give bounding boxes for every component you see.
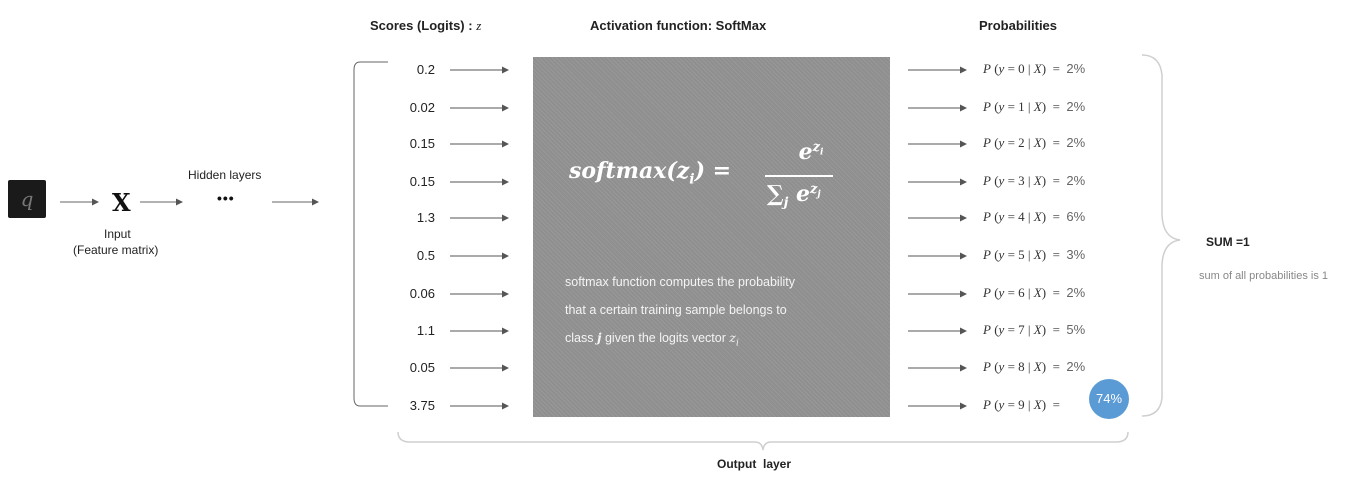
output-layer-label: Output layer [717,457,792,471]
formula-lhs: softmax(z [569,158,690,184]
x-symbol: X [112,188,131,217]
softmax-box [533,57,890,417]
logit-value: 0.5 [416,248,435,263]
probability-class: 3 [1018,173,1025,188]
formula-num-sup: z [812,139,820,155]
softmax-formula: softmax(zi) = ezi ∑j ezj [569,139,869,223]
probability-class: 0 [1018,61,1025,76]
formula-lhs-sub: i [689,171,695,188]
activation-header: Activation function: SoftMax [590,18,767,33]
probability-class: 5 [1018,247,1025,262]
probability-row: P (y = 1 | X) = 2% [983,99,1086,114]
logit-value: 1.3 [416,210,435,225]
scores-header-var: z [476,18,482,33]
probability-class: 4 [1018,209,1025,224]
hidden-layers-ellipsis: ••• [217,190,235,206]
probability-row: P (y = 0 | X) = 2% [983,61,1086,76]
logit-value: 3.75 [409,398,435,413]
probability-value: 2% [1066,173,1086,188]
hidden-layers-label: Hidden layers [188,168,262,182]
probability-class: 8 [1018,359,1025,374]
formula-den-sum: ∑ [767,181,784,207]
description-j: j [596,330,602,345]
probability-value: 2% [1066,359,1086,374]
probability-value: 3% [1066,247,1086,262]
logit-value: 0.06 [409,286,435,301]
probability-class: 6 [1018,285,1025,300]
logit-value: 0.15 [409,174,435,189]
probabilities-curly-brace [1141,54,1181,417]
probability-row: P (y = 2 | X) = 2% [983,135,1086,150]
formula-den-e: e [795,181,810,207]
probability-value: 5% [1066,322,1086,337]
probability-row: P (y = 6 | X) = 2% [983,285,1086,300]
description-line-1: softmax function computes the probabilit… [565,275,795,289]
formula-num-sup-sub: i [819,147,824,158]
input-label: Input [104,227,131,241]
top-probability-badge: 74% [1089,379,1129,419]
description-z: z [729,330,736,345]
scores-header: Scores (Logits) : z [370,18,481,34]
formula-fraction-bar [765,175,833,177]
probability-value: 6% [1066,209,1086,224]
output-layer-brace [397,431,1129,451]
probability-value: 2% [1066,99,1086,114]
formula-num-e: e [798,139,813,165]
formula-lhs-close: ) = [694,158,732,184]
probability-class: 9 [1018,397,1025,412]
probability-row: P (y = 3 | X) = 2% [983,173,1086,188]
logit-value: 0.02 [409,100,435,115]
input-digit-image: q [8,180,46,218]
logit-value: 0.05 [409,360,435,375]
probability-class: 7 [1018,322,1025,337]
logits-left-bracket [353,61,388,407]
probability-value: 2% [1066,285,1086,300]
probability-row: P (y = 9 | X) = [983,397,1067,412]
logit-value: 1.1 [416,323,435,338]
formula-den-sup: z [809,181,818,197]
softmax-description: softmax function computes the probabilit… [565,268,865,358]
probability-row: P (y = 7 | X) = 5% [983,322,1086,337]
scores-header-text: Scores (Logits) : [370,18,473,33]
formula-den-sub: j [783,195,789,211]
probability-class: 1 [1018,99,1025,114]
probability-row: P (y = 4 | X) = 6% [983,209,1086,224]
probability-value: 2% [1066,61,1086,76]
sum-note: sum of all probabilities is 1 [1199,270,1329,282]
formula-den-sup-sub: j [817,189,821,200]
probability-class: 2 [1018,135,1025,150]
sum-title: SUM =1 [1206,235,1250,249]
description-line-2: that a certain training sample belongs t… [565,303,787,317]
feature-matrix-label: (Feature matrix) [73,243,159,257]
probability-row: P (y = 5 | X) = 3% [983,247,1086,262]
probability-value: 2% [1066,135,1086,150]
logit-value: 0.15 [409,136,435,151]
description-line-3: class j given the logits vector zi [565,330,739,349]
logit-value: 0.2 [416,62,435,77]
probability-row: P (y = 8 | X) = 2% [983,359,1086,374]
probabilities-header: Probabilities [979,18,1058,33]
